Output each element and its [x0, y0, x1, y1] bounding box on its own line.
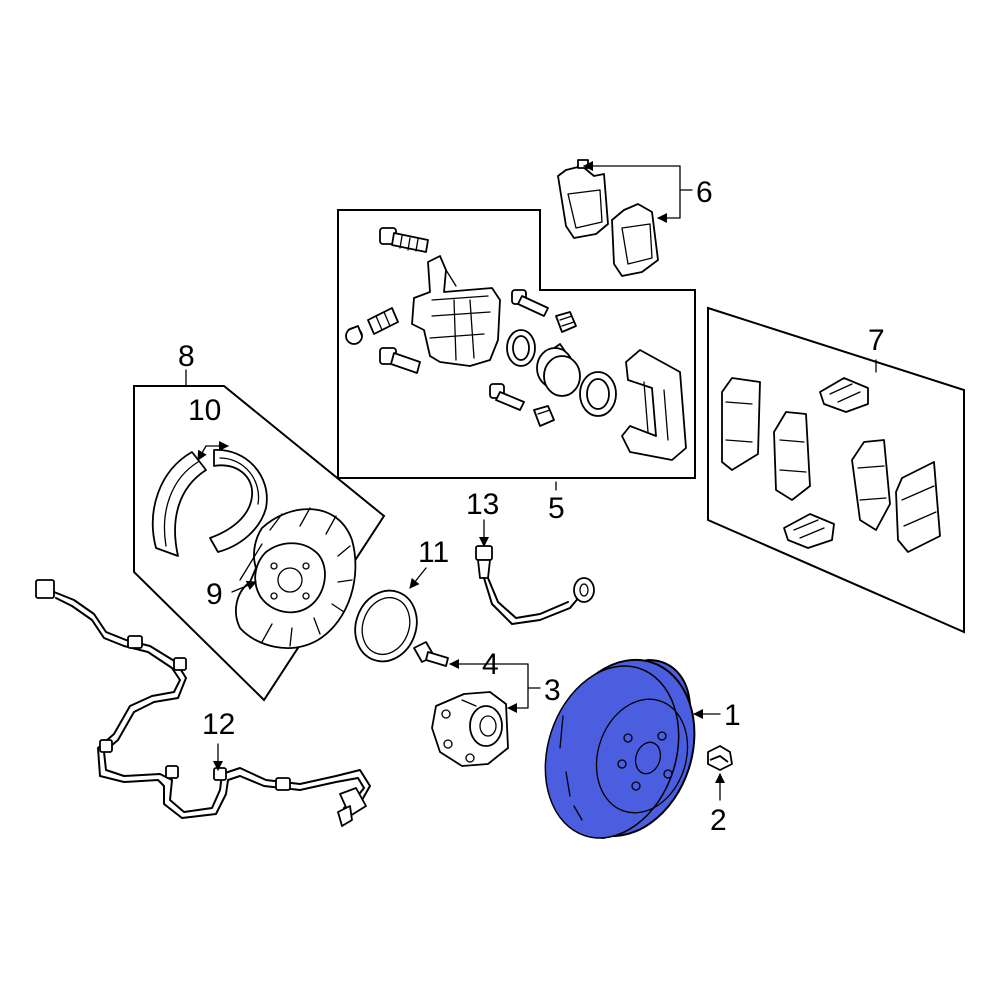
brake-pad-right[interactable] — [611, 203, 659, 277]
piston-boot[interactable] — [579, 371, 617, 417]
callout-4: 4 — [482, 648, 499, 681]
abs-speed-sensor[interactable] — [35, 579, 371, 827]
caliper-bolt-lower[interactable] — [379, 347, 421, 374]
callout-13: 13 — [466, 488, 499, 521]
callout-9: 9 — [206, 578, 223, 611]
abutment-clip-upper[interactable] — [819, 377, 869, 413]
callout-6: 6 — [696, 176, 713, 209]
guide-pin-lower[interactable] — [489, 383, 525, 411]
pad-shim-1[interactable] — [721, 377, 761, 471]
brake-pad-left[interactable] — [557, 159, 609, 239]
pad-shim-2[interactable] — [773, 411, 811, 501]
hub-bolt[interactable] — [413, 641, 449, 667]
hub-bearing-assembly[interactable] — [431, 691, 509, 767]
guide-pin-boot-lower[interactable] — [533, 405, 555, 427]
backing-plate[interactable] — [235, 507, 357, 649]
pad-shim-3[interactable] — [851, 439, 891, 531]
callout-labels: 1 2 3 4 5 6 7 8 9 10 11 12 13 — [178, 176, 885, 837]
leader-lines — [185, 161, 877, 801]
hardware-kit-box — [707, 306, 965, 634]
pad-hardware-group[interactable] — [707, 306, 965, 634]
rotor-face-back — [544, 665, 680, 839]
brake-pads-group[interactable] — [557, 159, 659, 277]
brake-rotor[interactable] — [524, 641, 717, 855]
callout-1: 1 — [724, 699, 741, 732]
callout-3: 3 — [544, 674, 561, 707]
caliper-assembly-group[interactable] — [337, 209, 696, 479]
parking-brake-shoe-left[interactable] — [151, 451, 207, 557]
piston-seal[interactable] — [506, 329, 536, 367]
guide-pin-boot-upper[interactable] — [555, 311, 577, 333]
callout-2: 2 — [710, 804, 727, 837]
brake-hose[interactable] — [475, 545, 595, 625]
callout-10: 10 — [188, 394, 221, 427]
caliper-bracket[interactable] — [621, 349, 687, 461]
parking-brake-group[interactable] — [133, 385, 386, 702]
dust-seal-ring[interactable] — [345, 582, 426, 670]
callout-11: 11 — [418, 536, 449, 569]
bleeder-cap[interactable] — [345, 325, 363, 345]
rotor-screw[interactable] — [707, 745, 733, 771]
abutment-clip-lower[interactable] — [783, 513, 835, 549]
caliper-housing[interactable] — [411, 255, 501, 367]
caliper-bolt-upper[interactable] — [379, 227, 429, 253]
callout-8: 8 — [178, 340, 195, 373]
guide-pin-upper[interactable] — [511, 289, 549, 317]
pad-shim-4[interactable] — [895, 461, 941, 553]
parking-brake-shoe-right[interactable] — [209, 449, 268, 553]
bleeder-screw[interactable] — [367, 307, 399, 335]
callout-7: 7 — [868, 324, 885, 357]
piston[interactable] — [536, 343, 581, 397]
callout-12: 12 — [202, 708, 235, 741]
callout-5: 5 — [548, 492, 565, 525]
